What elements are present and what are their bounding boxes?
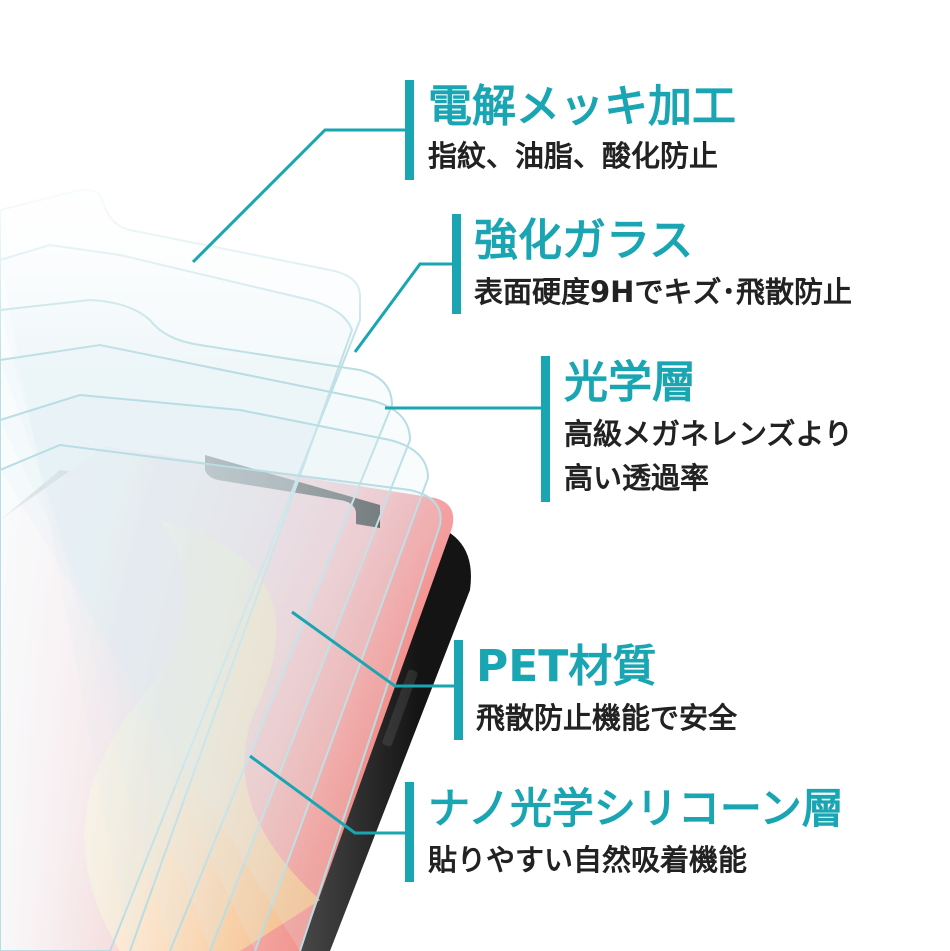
label-bar bbox=[405, 782, 414, 882]
protector-layer-5 bbox=[0, 393, 430, 951]
layer-desc: 高級メガネレンズより bbox=[564, 417, 853, 451]
leader-line-4 bbox=[291, 610, 458, 688]
layer-desc: 貼りやすい自然吸着機能 bbox=[428, 843, 748, 877]
label-bar bbox=[452, 214, 461, 314]
leader-line-2 bbox=[353, 262, 454, 353]
protector-layers bbox=[0, 188, 442, 951]
label-bar bbox=[541, 356, 550, 502]
layer-desc: 表面硬度9Hでキズ･飛散防止 bbox=[474, 275, 852, 309]
label-bar bbox=[405, 80, 414, 180]
protector-layer-6 bbox=[0, 443, 442, 951]
top-fade bbox=[0, 170, 460, 370]
layer-title: PET材質 bbox=[476, 641, 657, 692]
layer-title: ナノ光学シリコーン層 bbox=[428, 784, 844, 833]
layer-title: 電解メッキ加工 bbox=[428, 81, 736, 132]
protector-layer-4 bbox=[0, 343, 412, 951]
leader-line-1 bbox=[191, 128, 408, 264]
label-bar bbox=[454, 640, 463, 740]
layer-title: 光学層 bbox=[564, 357, 696, 408]
phone bbox=[0, 430, 471, 951]
leader-line-5 bbox=[249, 754, 410, 835]
layer-desc: 指紋、油脂、酸化防止 bbox=[428, 139, 719, 173]
layer-desc: 高い透過率 bbox=[564, 461, 710, 495]
leader-lines bbox=[191, 128, 545, 835]
layer-title: 強化ガラス bbox=[474, 215, 694, 266]
layer-desc: 飛散防止機能で安全 bbox=[476, 701, 738, 735]
